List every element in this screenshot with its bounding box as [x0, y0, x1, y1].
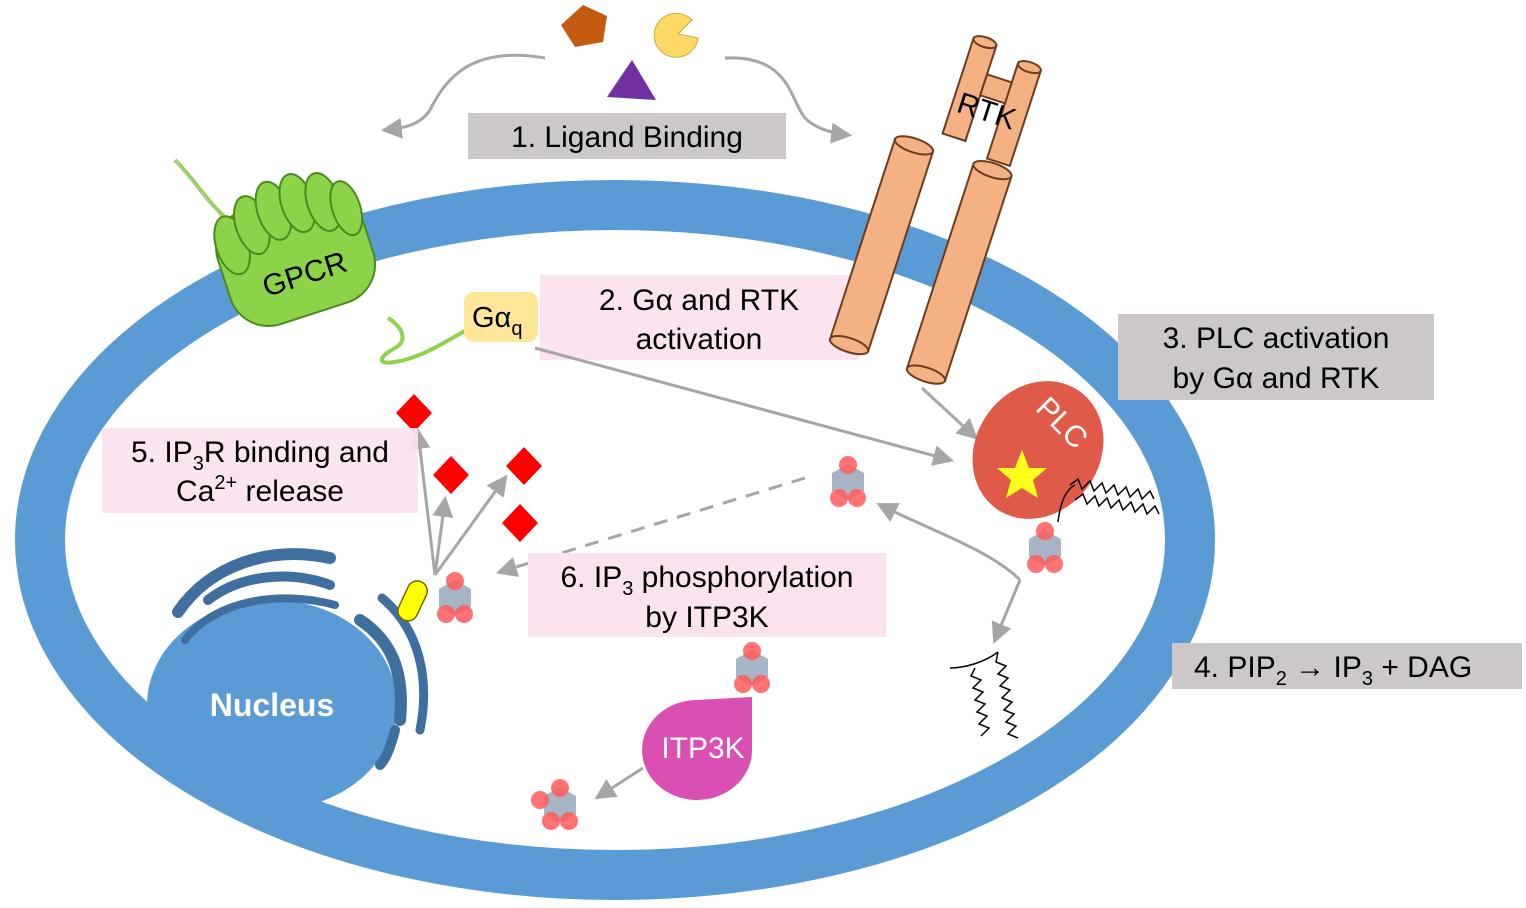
plc-to-ip3-arrow	[991, 579, 1022, 644]
step5-label: 5. IP3R binding and Ca2+ release	[102, 428, 418, 513]
svg-text:6. IP3 phosphorylation: 6. IP3 phosphorylation	[561, 561, 854, 600]
svg-text:by Gα and RTK: by Gα and RTK	[1173, 362, 1380, 395]
step4-label: 4. PIP2 → IP3 + DAG	[1172, 643, 1522, 690]
itp3k-product-arrow	[594, 766, 644, 800]
plc-release-arrow	[876, 503, 1022, 582]
gpcr-receptor: GPCR	[173, 158, 471, 365]
ip3-receptor	[397, 580, 428, 622]
ligand-arrow-right	[724, 56, 853, 144]
dag-lipid	[949, 651, 1019, 739]
ligand-pacman	[653, 12, 699, 58]
step6-label: 6. IP3 phosphorylation by ITP3K	[528, 553, 886, 637]
svg-text:5. IP3R binding and: 5. IP3R binding and	[131, 436, 389, 475]
endoplasmic-reticulum	[172, 548, 429, 770]
svg-text:Gαq: Gαq	[472, 302, 522, 340]
ca-arrow-2	[432, 495, 454, 576]
rtk-receptor: RTK	[828, 35, 1043, 385]
ip3-at-itp3k	[734, 642, 770, 693]
ip3-bound	[437, 572, 473, 623]
ligand-triangle	[607, 60, 656, 100]
svg-text:3. PLC activation: 3. PLC activation	[1163, 322, 1390, 355]
galpha-q: Gαq	[464, 292, 538, 342]
ligand-arrow-left	[380, 53, 546, 139]
svg-text:1. Ligand Binding: 1. Ligand Binding	[511, 121, 743, 154]
svg-text:Nucleus: Nucleus	[210, 687, 334, 723]
pip2-lipid	[1057, 477, 1160, 523]
galpha-to-plc-arrow	[534, 346, 955, 466]
svg-text:4. PIP2 → IP3 + DAG: 4. PIP2 → IP3 + DAG	[1194, 651, 1472, 690]
svg-text:Ca2+ release: Ca2+ release	[176, 472, 344, 508]
svg-text:activation: activation	[636, 323, 763, 356]
calcium-ions	[396, 394, 542, 542]
ca-arrow-3	[433, 474, 508, 576]
ip3-free	[830, 456, 866, 507]
svg-text:by ITP3K: by ITP3K	[645, 601, 768, 634]
step2-label: 2. Gα and RTK activation	[540, 275, 858, 360]
star-icon	[997, 450, 1047, 498]
itp3k-enzyme: ITP3K	[642, 697, 752, 800]
svg-text:ITP3K: ITP3K	[661, 732, 744, 765]
step3-label: 3. PLC activation by Gα and RTK	[1118, 314, 1434, 400]
svg-text:2. Gα and RTK: 2. Gα and RTK	[599, 284, 799, 317]
ligand-pentagon	[561, 5, 607, 47]
ip3-at-plc	[1027, 522, 1063, 573]
ca-arrow-1	[409, 427, 437, 576]
step1-label: 1. Ligand Binding	[468, 113, 786, 159]
ip4-product	[531, 779, 578, 830]
nucleus: Nucleus	[147, 600, 397, 810]
cell-membrane	[15, 180, 1215, 900]
rtk-to-plc-arrow	[920, 386, 979, 440]
